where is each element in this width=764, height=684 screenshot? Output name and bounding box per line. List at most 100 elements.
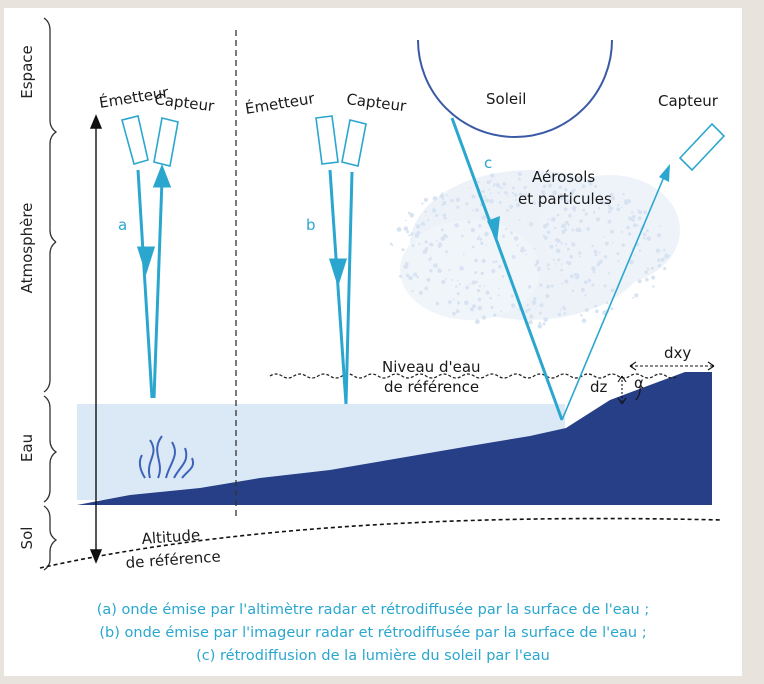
aerosol-particle bbox=[645, 277, 649, 282]
aerosol-particle bbox=[610, 288, 615, 293]
aerosol-particle bbox=[663, 267, 667, 271]
aerosol-particle bbox=[543, 235, 548, 240]
aerosol-particle bbox=[631, 218, 635, 222]
aerosol-particle bbox=[513, 236, 519, 241]
aerosol-particle bbox=[470, 307, 474, 312]
aerosol-particle bbox=[651, 266, 654, 270]
aerosol-particle bbox=[611, 241, 614, 244]
aerosol-particle bbox=[538, 311, 542, 315]
aerosol-particle bbox=[531, 201, 536, 206]
aerosol-particle bbox=[396, 227, 402, 232]
aerosol-particle bbox=[608, 210, 611, 214]
aerosol-particle bbox=[638, 249, 642, 252]
aerosol-particle bbox=[572, 188, 576, 192]
water-surface-line bbox=[269, 373, 679, 379]
dz-label: dz bbox=[590, 378, 608, 396]
aerosol-particle bbox=[531, 179, 535, 183]
riverbed bbox=[77, 372, 712, 505]
aerosol-particle bbox=[497, 191, 500, 194]
aerosol-particle bbox=[479, 238, 483, 241]
aerosol-particle bbox=[498, 200, 502, 204]
aerosol-particle bbox=[573, 209, 576, 212]
aerosol-particle bbox=[477, 305, 483, 311]
aerosol-particle bbox=[575, 275, 580, 280]
aerosol-particle bbox=[542, 184, 547, 189]
aerosol-particle bbox=[452, 298, 455, 301]
aerosol-particle bbox=[584, 294, 587, 297]
zone-braces bbox=[43, 17, 58, 571]
aerosol-particle bbox=[545, 293, 550, 299]
aerosol-particle bbox=[547, 267, 550, 271]
aerosol-particle bbox=[663, 248, 666, 252]
caption-line-c: (c) rétrodiffusion de la lumière du sole… bbox=[196, 648, 550, 664]
aerosol-particle bbox=[631, 211, 634, 214]
aerosol-particle bbox=[502, 234, 505, 238]
aerosol-particle bbox=[580, 314, 583, 317]
remote-sensing-diagram: Espace Atmosphère Eau Sol bbox=[18, 17, 726, 664]
aerosol-particle bbox=[567, 213, 572, 218]
aerosol-particle bbox=[486, 180, 491, 185]
aerosol-particle bbox=[557, 312, 561, 317]
zone-label-espace: Espace bbox=[18, 45, 36, 98]
aerosol-particle bbox=[450, 198, 454, 203]
aerosol-particle bbox=[457, 279, 459, 282]
reference-altitude-curve bbox=[39, 517, 723, 569]
aerosol-cloud bbox=[389, 170, 680, 329]
aerosol-particle bbox=[426, 277, 431, 282]
aerosol-particle bbox=[410, 232, 414, 236]
aerosol-particle bbox=[559, 309, 562, 311]
aerosol-particle bbox=[582, 208, 586, 212]
aerosol-particle bbox=[627, 216, 632, 221]
aerosol-particle bbox=[652, 285, 655, 288]
aerosol-particle bbox=[646, 236, 651, 241]
aerosol-particle bbox=[538, 321, 542, 325]
water-level-label-line2: de référence bbox=[384, 378, 479, 396]
aerosol-particle bbox=[655, 248, 661, 253]
aerosol-particle bbox=[424, 286, 429, 291]
aerosol-particle bbox=[511, 255, 516, 259]
aerosol-particle bbox=[465, 285, 470, 290]
aerosol-particle bbox=[560, 268, 563, 272]
sensor-c-icon bbox=[678, 122, 726, 172]
aerosol-particle bbox=[607, 204, 611, 208]
aerosol-particle bbox=[603, 284, 607, 288]
aerosol-particle bbox=[538, 201, 542, 206]
aerosol-particle bbox=[539, 283, 543, 287]
aerosol-particle bbox=[462, 253, 465, 256]
aerosol-particle bbox=[584, 280, 588, 285]
aerosol-particle bbox=[542, 322, 546, 326]
aerosol-particle bbox=[456, 292, 460, 296]
aerosol-particle bbox=[645, 229, 649, 233]
aerosol-particle bbox=[552, 258, 556, 261]
aerosol-particle bbox=[623, 200, 629, 205]
aerosol-particle bbox=[629, 259, 634, 265]
aerosol-particle bbox=[469, 187, 472, 189]
aerosol-particle bbox=[560, 263, 563, 266]
altitude-label-line2: de référence bbox=[125, 547, 221, 572]
aerosol-particle bbox=[424, 210, 427, 213]
aerosol-particle bbox=[478, 224, 482, 228]
aerosol-particle bbox=[448, 268, 451, 271]
aerosol-particle bbox=[461, 234, 464, 238]
aerosol-particle bbox=[485, 244, 488, 247]
slope-markers bbox=[617, 361, 715, 405]
aerosol-particle bbox=[592, 270, 596, 274]
aerosol-particle bbox=[403, 264, 409, 269]
aerosol-particle bbox=[454, 223, 459, 228]
aerosol-particle bbox=[519, 199, 522, 202]
aerosol-particle bbox=[470, 227, 476, 233]
aerosol-particle bbox=[657, 233, 662, 238]
zone-label-atmosphere: Atmosphère bbox=[18, 203, 36, 294]
aerosol-particle bbox=[565, 242, 568, 246]
aerosol-particle bbox=[555, 244, 558, 247]
aerosol-particle bbox=[597, 261, 601, 265]
aerosol-particle bbox=[580, 287, 586, 293]
aerosol-particle bbox=[651, 275, 656, 280]
aerosol-particle bbox=[564, 188, 568, 192]
aerosol-particle bbox=[610, 307, 614, 310]
aerosol-particle bbox=[637, 279, 642, 284]
aerosol-particle bbox=[527, 285, 532, 289]
aerosol-particle bbox=[442, 201, 445, 203]
aerosol-particle bbox=[524, 249, 527, 252]
aerosol-particle bbox=[534, 263, 538, 267]
